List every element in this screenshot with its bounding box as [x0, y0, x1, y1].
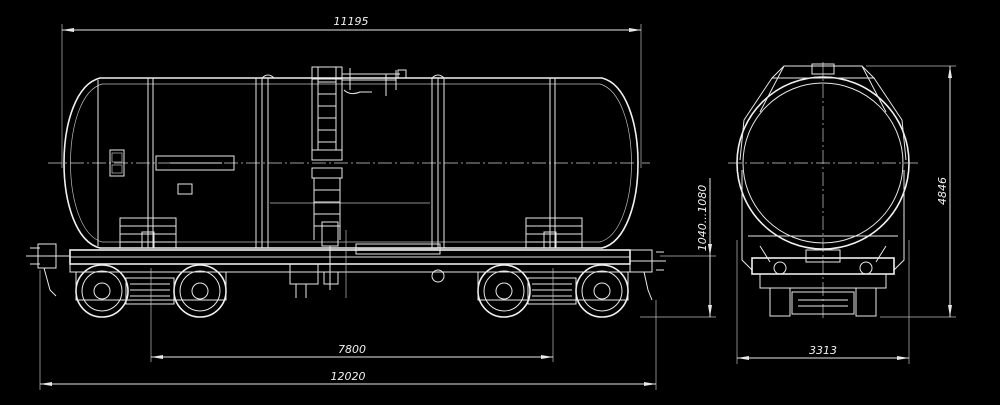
dim-bogie-base: 7800	[338, 343, 366, 356]
small-plate	[177, 183, 193, 195]
rear-bogie	[477, 264, 629, 362]
front-saddle	[119, 217, 177, 249]
dimension-lines	[39, 24, 956, 390]
ladder	[311, 66, 343, 240]
side-view	[26, 66, 666, 362]
hazard-placard	[109, 149, 125, 177]
dim-width: 3313	[809, 344, 837, 357]
top-handrail	[342, 68, 407, 96]
tank-bands	[97, 78, 556, 248]
dim-height: 4846	[936, 177, 949, 205]
front-view	[728, 62, 918, 320]
rear-saddle	[525, 217, 583, 249]
marking-plate	[155, 155, 235, 171]
rear-coupler	[629, 249, 666, 301]
front-bogie	[75, 264, 227, 362]
front-coupler	[26, 243, 70, 297]
tank-shell	[63, 77, 639, 249]
dim-overall-length: 12020	[331, 370, 366, 383]
dim-coupler-height: 1040...1080	[696, 185, 709, 251]
dim-tank-length: 11195	[334, 15, 369, 28]
